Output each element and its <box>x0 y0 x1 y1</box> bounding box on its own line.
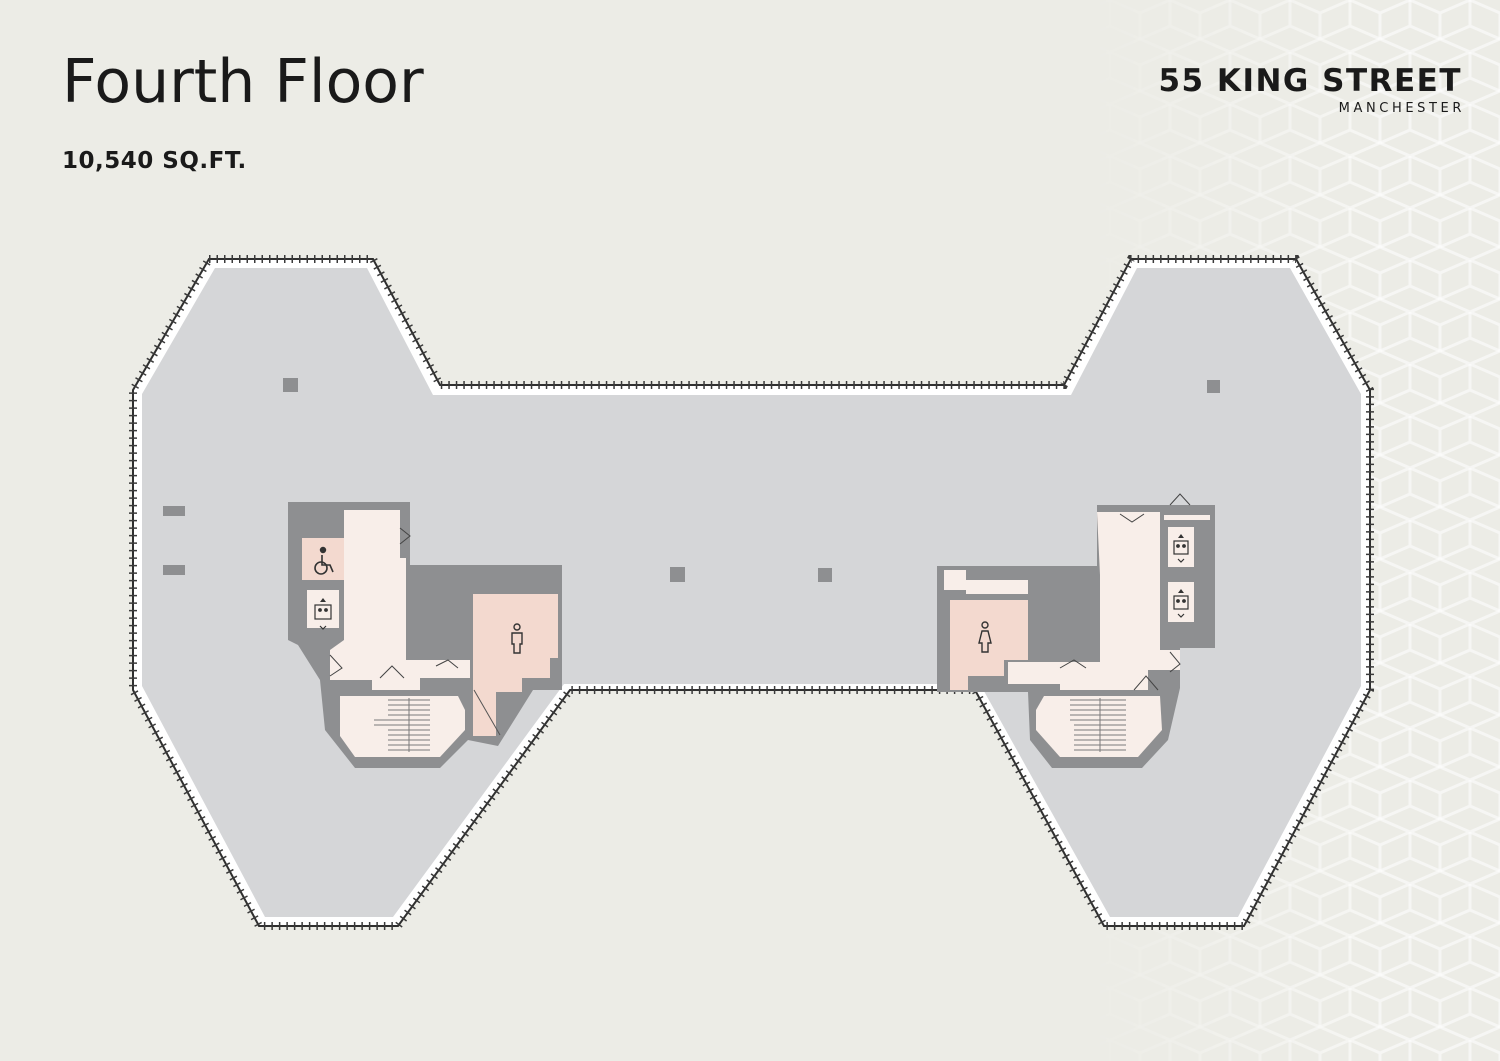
column <box>1207 380 1220 393</box>
left-core <box>288 502 562 768</box>
brand-logo: 55 KING STREET MANCHESTER <box>1158 63 1465 117</box>
lift-icon <box>314 598 332 630</box>
person-icon <box>978 621 992 653</box>
lift-icon <box>1173 534 1189 563</box>
door-marks <box>329 493 1191 691</box>
brand-city: MANCHESTER <box>1338 101 1465 116</box>
column <box>283 378 298 392</box>
right-core <box>937 505 1215 768</box>
column <box>670 567 685 582</box>
column <box>163 506 185 516</box>
brand-name: 55 KING STREET <box>1158 63 1462 99</box>
lift-icon <box>1173 589 1189 618</box>
person-icon <box>511 623 523 654</box>
column <box>163 565 185 575</box>
page-title: Fourth Floor <box>62 47 424 117</box>
wheelchair-icon <box>314 546 334 575</box>
column <box>818 568 832 582</box>
floor-area: 10,540 SQ.FT. <box>62 148 247 174</box>
